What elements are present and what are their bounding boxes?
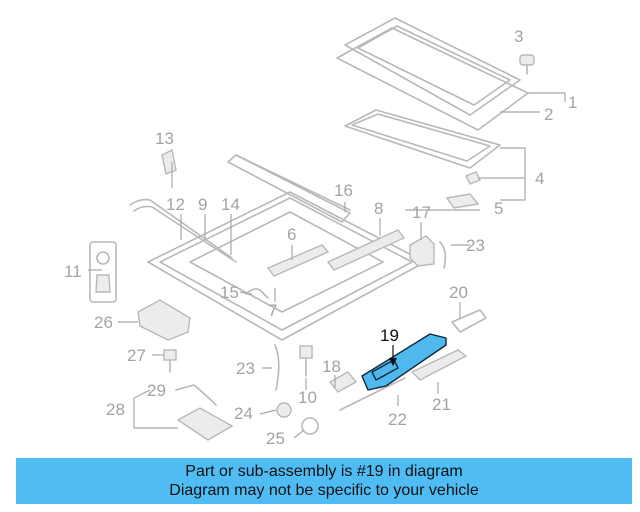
motor-part-26 [137,299,191,341]
callout-3: 3 [514,27,523,46]
callout-7: 7 [268,301,277,320]
bolt-part-10 [299,345,313,377]
callout-15: 15 [220,283,239,302]
callout-26: 26 [94,313,113,332]
roof-rail-part-16 [227,154,351,223]
callout-8: 8 [374,199,383,218]
banner-line-2: Diagram may not be specific to your vehi… [169,482,479,499]
cable-part-29 [175,384,217,406]
drain-part-22 [339,377,406,411]
guide-rails-6-8 [266,229,406,277]
callout-28: 28 [106,400,125,419]
callout-20: 20 [449,283,468,302]
callout-6: 6 [287,225,296,244]
info-banner: Part or sub-assembly is #19 in diagram D… [16,458,632,504]
highlighted-part-19 [361,333,447,391]
callout-19: 19 [380,326,399,345]
callout-21: 21 [432,395,451,414]
callout-11: 11 [64,262,82,281]
callout-2: 2 [544,105,553,124]
knob-part-24 [276,402,292,418]
rail-part-21 [410,349,468,381]
callout-29: 29 [147,381,166,400]
plate-part-28 [176,407,234,441]
callout-18: 18 [322,357,341,376]
callout-5: 5 [494,199,503,218]
callout-22: 22 [388,410,407,429]
banner-line-1: Part or sub-assembly is #19 in diagram [185,463,463,480]
hose-part-23-right [439,241,447,269]
clip-parts-4-5 [445,171,481,209]
callout-13: 13 [155,129,174,148]
callout-23-left: 23 [236,359,255,378]
callout-24: 24 [234,404,253,423]
clip-part-25 [301,417,319,435]
bracket-part-20 [451,309,487,333]
callout-4: 4 [535,169,544,188]
callout-1: 1 [568,93,577,112]
grommet-part-11 [89,241,117,303]
callout-23-right: 23 [466,236,485,255]
bracket-part-13 [161,148,177,175]
callout-17: 17 [412,203,431,222]
bracket-part-17 [409,235,435,267]
callout-25: 25 [266,429,285,448]
callout-10: 10 [298,388,317,407]
parts-diagram: 1 2 3 4 5 6 7 8 9 10 11 12 13 14 15 16 1… [64,17,577,448]
link-part-15 [245,288,269,299]
callout-27: 27 [127,346,146,365]
screw-part-3 [519,54,535,75]
callout-14: 14 [221,195,240,214]
bracket-part-18 [328,371,358,393]
callout-labels: 1 2 3 4 5 6 7 8 9 10 11 12 13 14 15 16 1… [64,27,577,448]
callout-16: 16 [334,181,353,200]
hose-part-23-left [274,344,280,391]
sunroof-glass-panel [336,17,529,169]
callout-12: 12 [166,195,185,214]
screw-part-27 [163,349,177,373]
callout-9: 9 [198,195,207,214]
leader-lines [88,92,566,439]
